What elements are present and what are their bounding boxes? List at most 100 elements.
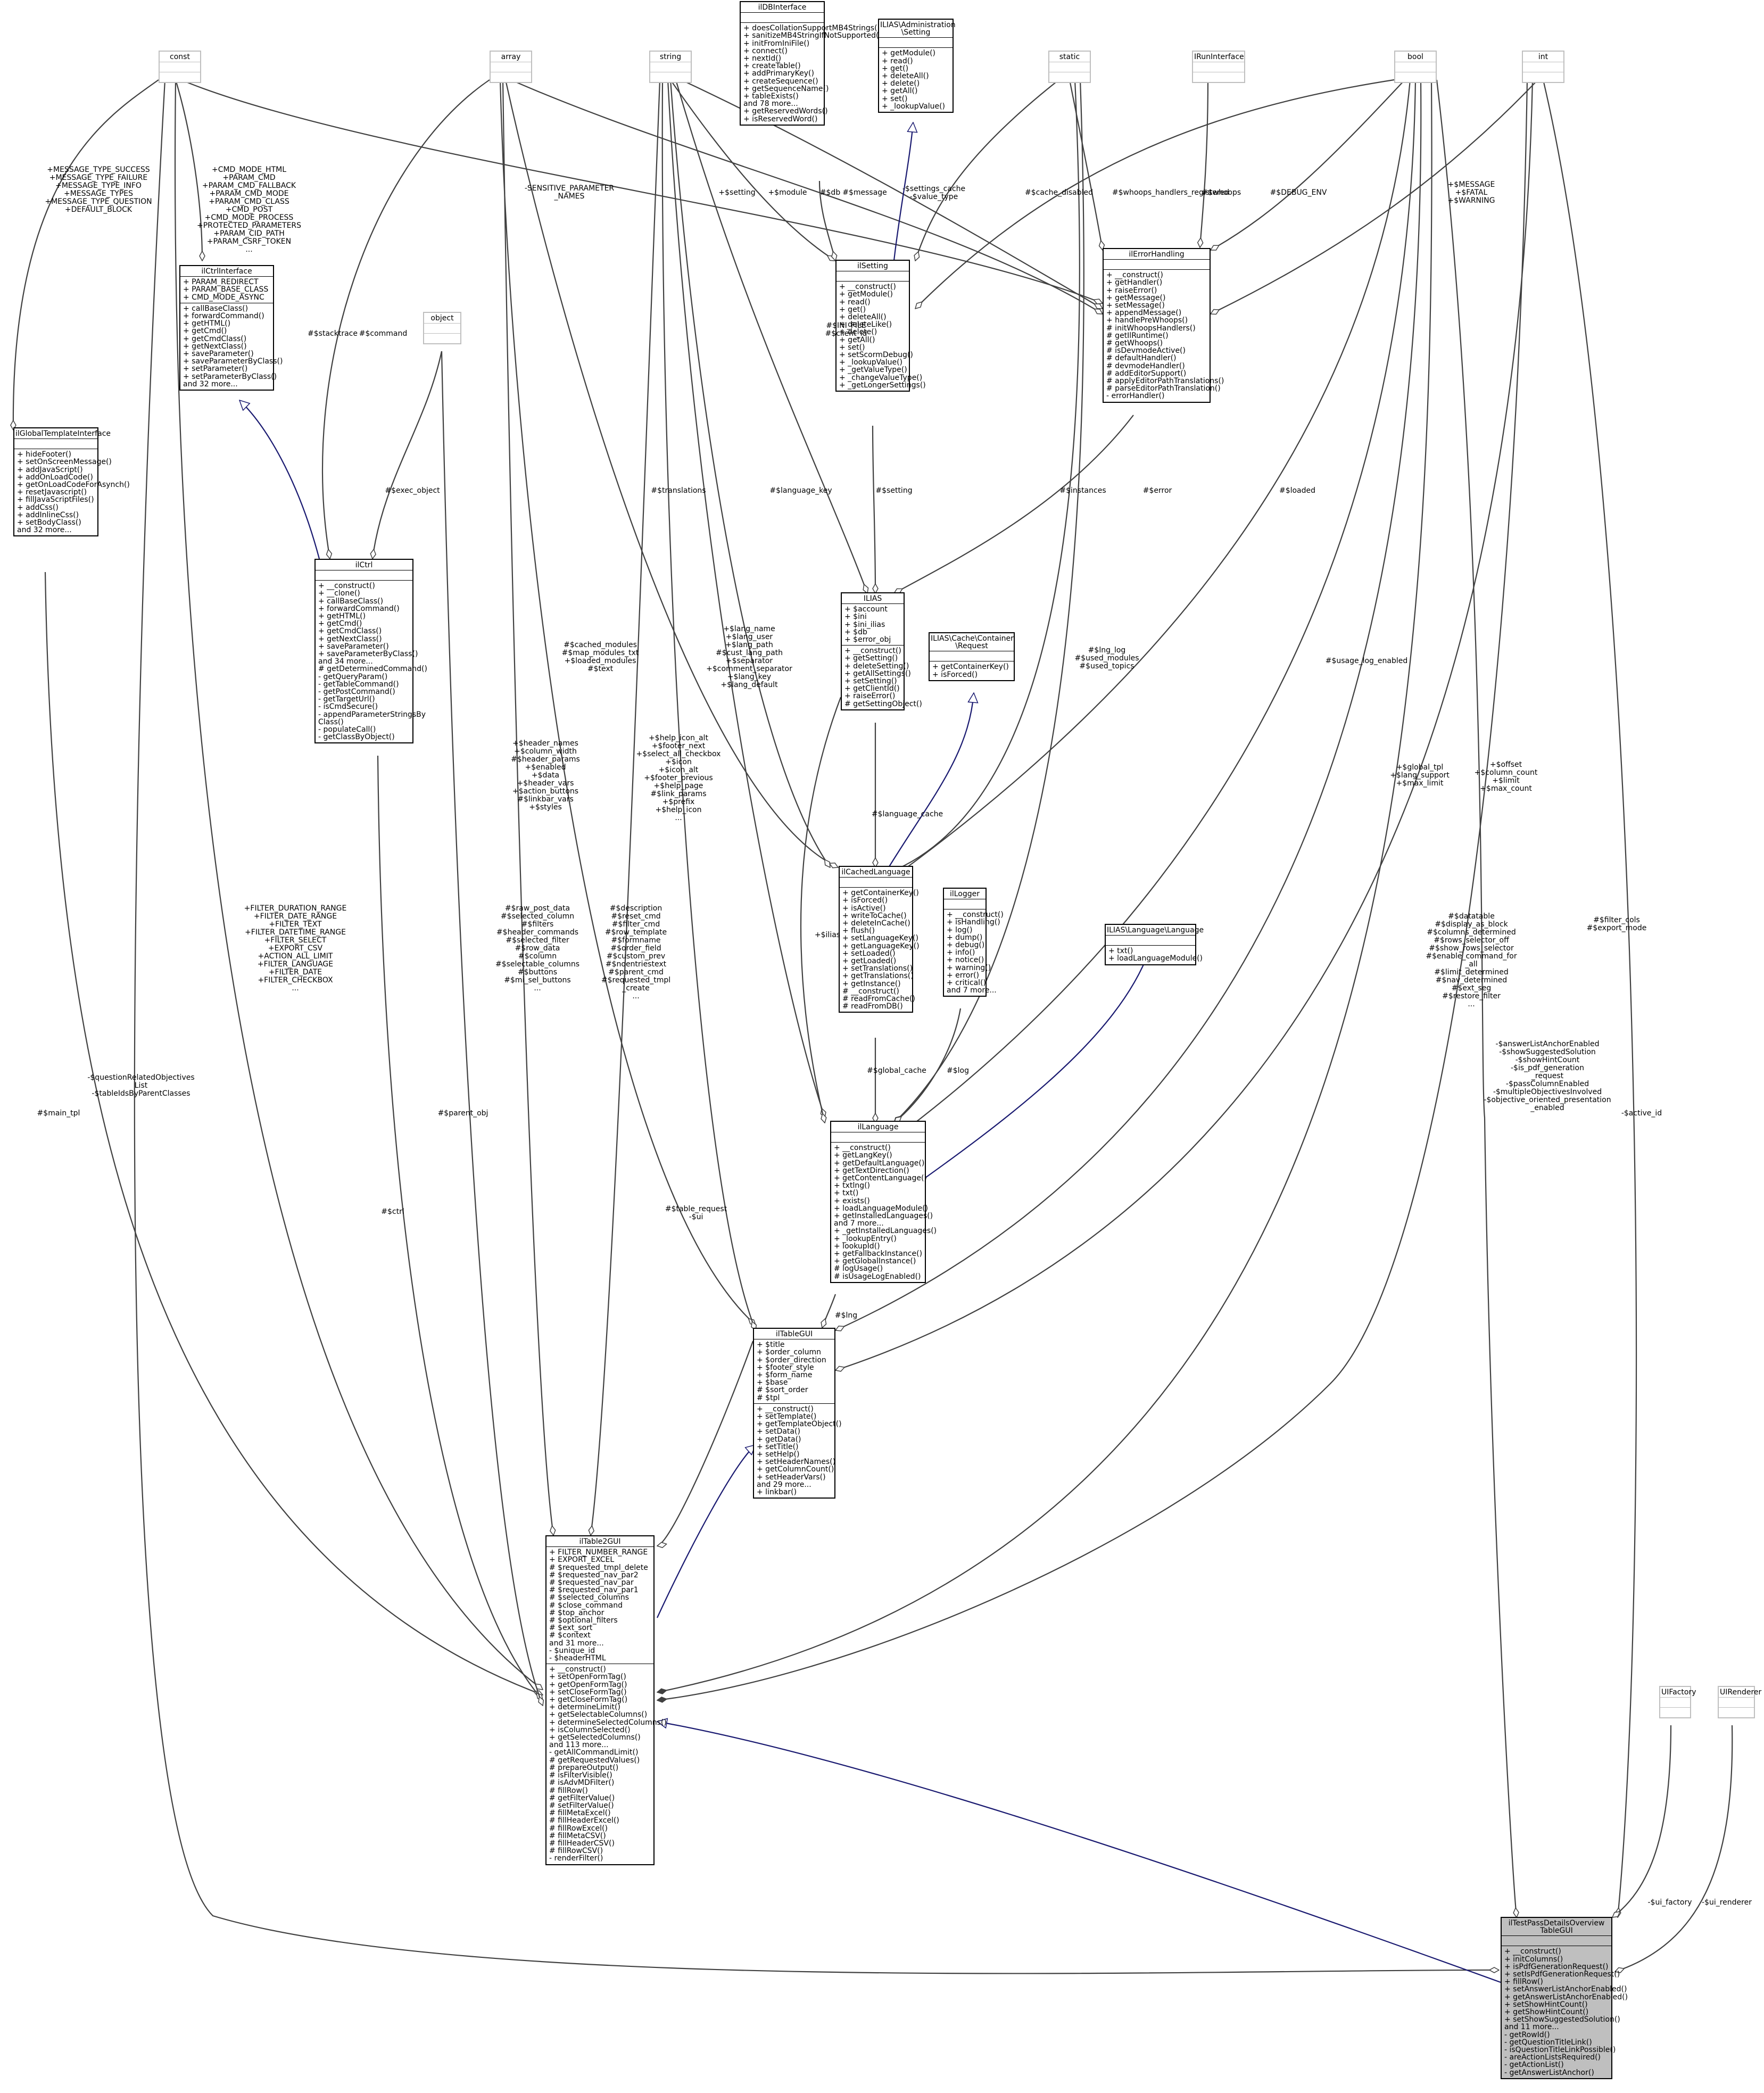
operation-line: + lookupId(): [834, 1242, 880, 1251]
class-attributes: [1523, 62, 1563, 73]
class-attributes: [930, 651, 1014, 662]
operation-line: + isHandling(): [947, 918, 1000, 927]
attribute-line: + $ini_ilias: [844, 620, 885, 629]
edge-label: #$cached_modules #$map_modules_txt +$loa…: [561, 641, 639, 673]
operation-line: # devmodeHandler(): [1106, 361, 1185, 370]
attribute-line: + $order_column: [757, 1348, 821, 1357]
class-title: ILIAS\Administration \Setting: [879, 20, 956, 38]
class-iruninterface[interactable]: IRunInterface: [1192, 51, 1245, 84]
edge-inherit-setting: [893, 122, 913, 261]
class-iliassetting[interactable]: ILIAS\Administration \Setting+ getModule…: [878, 19, 956, 113]
class-uifactory[interactable]: UIFactory: [1659, 1686, 1696, 1719]
operation-line: - getRowId(): [1504, 2030, 1550, 2039]
class-title: ilSetting: [837, 261, 909, 272]
class-iltable2gui[interactable]: ilTable2GUI+ FILTER_NUMBER_RANGE+ EXPORT…: [545, 1535, 667, 1865]
operation-line: + getHTML(): [318, 612, 366, 621]
operation-line: + getLoaded(): [842, 957, 897, 966]
operation-line: + _lookupEntry(): [834, 1234, 897, 1243]
class-ilerrorhandling[interactable]: ilErrorHandling+ __construct()+ getHandl…: [1103, 248, 1224, 403]
edge-label: #$whoops_handlers_registered: [1112, 188, 1230, 197]
operation-line: + __construct(): [839, 283, 896, 292]
edge-bool-cachedlang: [889, 79, 1411, 881]
attribute-line: + PARAM_REDIRECT: [183, 278, 259, 287]
operation-line: # fillRow(): [549, 1786, 588, 1795]
class-operations: + __construct()+ setTemplate()+ getTempl…: [754, 1404, 842, 1498]
class-ilglobaltemplateinterface[interactable]: ilGlobalTemplateInterface+ hideFooter()+…: [13, 427, 130, 537]
class-title: ILIAS\Cache\Container \Request: [930, 633, 1014, 652]
operation-line: # getRequestedValues(): [549, 1756, 640, 1765]
edge-label: +$ilias: [814, 931, 841, 939]
edge-int-focus: [1542, 79, 1637, 1917]
edge-label: #$command: [359, 329, 408, 338]
class-attributes: [837, 271, 909, 282]
operation-line: + getContentLanguage(): [834, 1174, 927, 1183]
operation-line: + loadLanguageModule(): [834, 1204, 929, 1213]
edge-label: +$lang_name +$lang_user +$lang_path #$cu…: [706, 625, 792, 689]
edge-label: +$help_icon_alt +$footer_next +$select_a…: [636, 734, 721, 822]
class-iltestpassdetailsoverviewtablegui[interactable]: ilTestPassDetailsOverview TableGUI+ __co…: [1501, 1917, 1628, 2079]
class-bool[interactable]: bool: [1394, 51, 1437, 84]
operation-line: + getTemplateObject(): [757, 1420, 842, 1429]
operation-line: + getColumnCount(): [757, 1465, 834, 1474]
class-array[interactable]: array: [490, 51, 532, 84]
class-string[interactable]: string: [649, 51, 692, 84]
class-attributes: [741, 13, 824, 23]
class-ildbinterface[interactable]: ilDBInterface+ doesCollationSupportMB4St…: [740, 1, 882, 126]
operation-line: + createTable(): [743, 62, 801, 71]
class-attributes: [840, 878, 912, 888]
edge-ctrl-table2gui: [377, 755, 543, 1700]
edge-label: #$log: [947, 1066, 969, 1075]
class-operations: + getContainerKey()+ isForced(): [930, 661, 1014, 680]
operation-line: + __construct(): [844, 647, 901, 656]
class-static[interactable]: static: [1048, 51, 1091, 84]
operation-line: + delete(): [882, 79, 920, 88]
class-illogger[interactable]: ilLogger+ __construct()+ isHandling()+ l…: [943, 888, 1004, 997]
class-title: ILIAS: [842, 593, 904, 605]
class-int[interactable]: int: [1522, 51, 1564, 84]
operation-line: - getAllCommandLimit(): [549, 1748, 639, 1757]
class-iltablegui[interactable]: ilTableGUI+ $title+ $order_column+ $orde…: [753, 1328, 842, 1499]
class-ilias[interactable]: ILIAS+ $account+ $ini+ $ini_ilias+ $db+ …: [841, 592, 922, 710]
attribute-line: + $footer_style: [757, 1363, 814, 1372]
class-const[interactable]: const: [159, 51, 201, 84]
class-iliascacherequest[interactable]: ILIAS\Cache\Container \Request + getConta…: [929, 632, 1015, 681]
class-operations: + __construct()+ isHandling()+ log()+ du…: [944, 909, 1004, 996]
class-attributes: + FILTER_NUMBER_RANGE+ EXPORT_EXCEL# $re…: [546, 1547, 653, 1665]
operation-line: and 7 more...: [947, 986, 997, 995]
class-ilctrlinterface[interactable]: ilCtrlInterface+ PARAM_REDIRECT+ PARAM_B…: [179, 265, 283, 391]
operation-line: + addOnLoadCode(): [17, 473, 93, 482]
edge-label: -$active_id: [1621, 1109, 1662, 1118]
class-uirenderer[interactable]: UIRenderer: [1718, 1686, 1761, 1719]
operation-line: and 78 more...: [743, 100, 798, 109]
class-attributes: [1106, 936, 1195, 946]
operation-line: + getModule(): [839, 290, 893, 299]
operation-line: - renderFilter(): [549, 1854, 603, 1863]
operation-line: + getContainerKey(): [932, 663, 1009, 672]
operation-line: + raiseError(): [844, 692, 896, 701]
edge-label: -$settings_cache -$value_type: [902, 185, 966, 201]
class-ilctrl[interactable]: ilCtrl+ __construct()+ __clone()+ callBa…: [314, 559, 427, 744]
operation-line: + forwardCommand(): [318, 604, 400, 613]
operation-line: + warning(): [947, 963, 991, 972]
attribute-line: # $ext_sort: [549, 1624, 593, 1633]
operation-line: # getWhoops(): [1106, 339, 1163, 348]
class-ilsetting[interactable]: ilSetting+ __construct()+ getModule()+ r…: [835, 260, 926, 392]
operation-line: + setTranslations(): [842, 964, 913, 973]
operation-line: + createSequence(): [743, 77, 818, 86]
operation-line: + setShowSuggestedSolution(): [1504, 2015, 1620, 2024]
class-operations: [160, 72, 200, 82]
operation-line: + getTextDirection(): [834, 1166, 909, 1175]
class-object[interactable]: object: [423, 312, 461, 345]
operation-line: + getCloseFormTag(): [549, 1695, 628, 1705]
operation-line: + isColumnSelected(): [549, 1725, 631, 1734]
operation-line: # readFromDB(): [842, 1002, 903, 1011]
operation-line: + nextId(): [743, 54, 782, 63]
operation-line: + notice(): [947, 956, 984, 965]
class-illanguage[interactable]: ilLanguage+ __construct()+ getLangKey()+…: [830, 1121, 937, 1283]
class-attributes: + PARAM_REDIRECT+ PARAM_BASE_CLASS+ CMD_…: [180, 277, 273, 303]
class-iliaslanguage[interactable]: ILIAS\Language\Language+ txt()+ loadLang…: [1105, 924, 1204, 965]
operation-line: and 32 more...: [183, 379, 238, 388]
class-ilcachedlanguage[interactable]: ilCachedLanguage+ getContainerKey()+ isF…: [839, 866, 920, 1013]
operation-line: + getSequenceName(): [743, 84, 829, 93]
edge-object-table2gui: [441, 351, 543, 1706]
